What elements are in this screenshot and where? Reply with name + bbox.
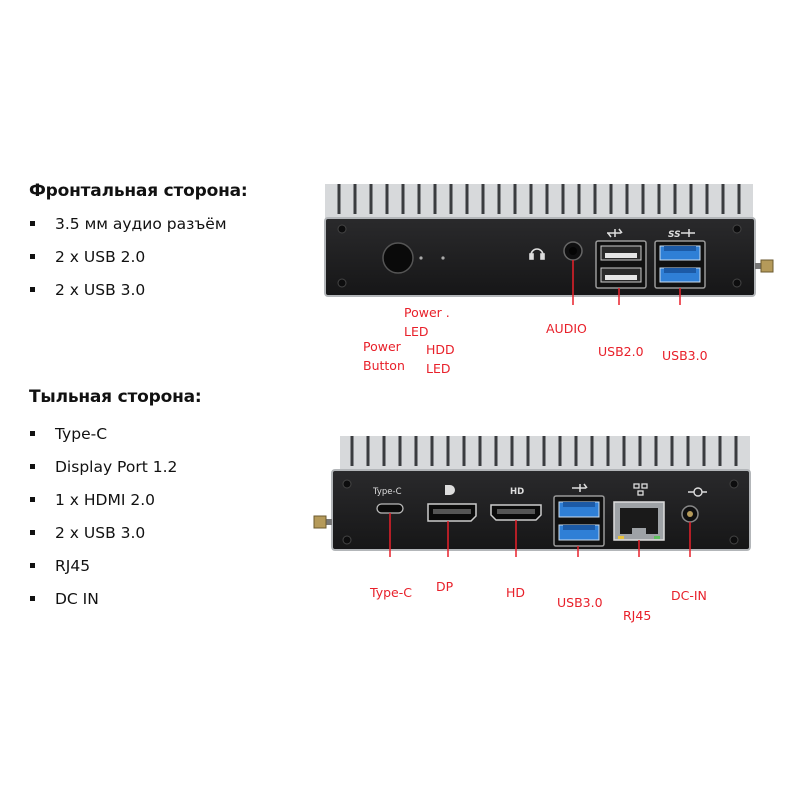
usb3-marking: SS bbox=[668, 230, 681, 240]
usb3-tongue bbox=[664, 246, 696, 251]
screw-icon bbox=[732, 278, 742, 288]
dc-in-pin bbox=[687, 511, 693, 517]
audio-label: AUDIO bbox=[546, 321, 587, 336]
dp-label: DP bbox=[436, 579, 454, 594]
typec-label: Type-C bbox=[370, 585, 412, 600]
hdd-led bbox=[441, 256, 445, 260]
chassis-front bbox=[324, 217, 756, 297]
displayport-icon bbox=[445, 485, 455, 495]
bullet-icon bbox=[30, 464, 35, 469]
screw-icon bbox=[729, 535, 739, 545]
usb3-tongue bbox=[563, 525, 595, 530]
back-heading: Тыльная сторона: bbox=[29, 387, 202, 407]
back-panel-image: Type-C HD bbox=[313, 436, 751, 557]
power-led bbox=[419, 256, 423, 260]
list-item: Type-C bbox=[29, 424, 177, 457]
usb3-front-label: USB3.0 bbox=[662, 348, 708, 363]
heatsink-fins bbox=[340, 436, 750, 474]
list-item: Display Port 1.2 bbox=[29, 457, 177, 490]
usb3-back-label: USB3.0 bbox=[557, 595, 603, 610]
usb3-tongue bbox=[563, 502, 595, 507]
screw-icon bbox=[337, 224, 347, 234]
rj45-clip bbox=[632, 528, 646, 534]
antenna-connector bbox=[755, 259, 774, 273]
list-item: RJ45 bbox=[29, 556, 177, 589]
screw-icon bbox=[342, 479, 352, 489]
list-item: 1 x HDMI 2.0 bbox=[29, 490, 177, 523]
usb-icon bbox=[607, 228, 623, 238]
front-leader-lines bbox=[572, 260, 681, 305]
dcin-label: DC-IN bbox=[671, 588, 707, 603]
dp-contacts bbox=[433, 509, 471, 514]
bullet-icon bbox=[30, 287, 35, 292]
screw-icon bbox=[729, 479, 739, 489]
bullet-icon bbox=[30, 431, 35, 436]
back-leader-lines bbox=[389, 513, 691, 557]
screw-icon bbox=[732, 224, 742, 234]
usb-icon bbox=[572, 483, 588, 492]
front-panel-image: SS bbox=[324, 184, 774, 305]
hdmi-marking: HD bbox=[510, 487, 524, 497]
bullet-icon bbox=[30, 221, 35, 226]
front-heading: Фронтальная сторона: bbox=[29, 181, 248, 201]
headphone-icon bbox=[529, 248, 545, 260]
usb-icon bbox=[681, 229, 695, 237]
power-button[interactable] bbox=[382, 242, 414, 274]
rj45-led bbox=[618, 536, 624, 539]
usb2-label: USB2.0 bbox=[598, 344, 644, 359]
usb2-tongue bbox=[605, 275, 637, 280]
bullet-icon bbox=[30, 497, 35, 502]
power-led-label: Power .LED bbox=[404, 305, 450, 339]
typec-port[interactable] bbox=[376, 503, 404, 514]
bullet-icon bbox=[30, 530, 35, 535]
screw-icon bbox=[342, 535, 352, 545]
bullet-icon bbox=[30, 596, 35, 601]
screw-icon bbox=[337, 278, 347, 288]
list-item: DC IN bbox=[29, 589, 177, 622]
bullet-icon bbox=[30, 563, 35, 568]
usb2-tongue bbox=[605, 253, 637, 258]
back-feature-list: Type-C Display Port 1.2 1 x HDMI 2.0 2 x… bbox=[29, 424, 177, 622]
list-item: 3.5 мм аудио разъём bbox=[29, 214, 227, 247]
hd-label: HD bbox=[506, 585, 526, 600]
front-feature-list: 3.5 мм аудио разъём 2 x USB 2.0 2 x USB … bbox=[29, 214, 227, 313]
network-icon bbox=[633, 483, 648, 496]
antenna-connector bbox=[313, 515, 332, 529]
rj45-led bbox=[654, 536, 660, 539]
rj45-label: RJ45 bbox=[623, 608, 652, 623]
list-item: 2 x USB 3.0 bbox=[29, 523, 177, 556]
audio-jack-hole bbox=[569, 247, 577, 255]
bullet-icon bbox=[30, 254, 35, 259]
list-item: 2 x USB 2.0 bbox=[29, 247, 227, 280]
typec-marking: Type-C bbox=[372, 487, 402, 497]
usb3-tongue bbox=[664, 268, 696, 273]
dc-power-icon bbox=[688, 487, 707, 497]
hdmi-contacts bbox=[497, 509, 535, 514]
list-item: 2 x USB 3.0 bbox=[29, 280, 227, 313]
